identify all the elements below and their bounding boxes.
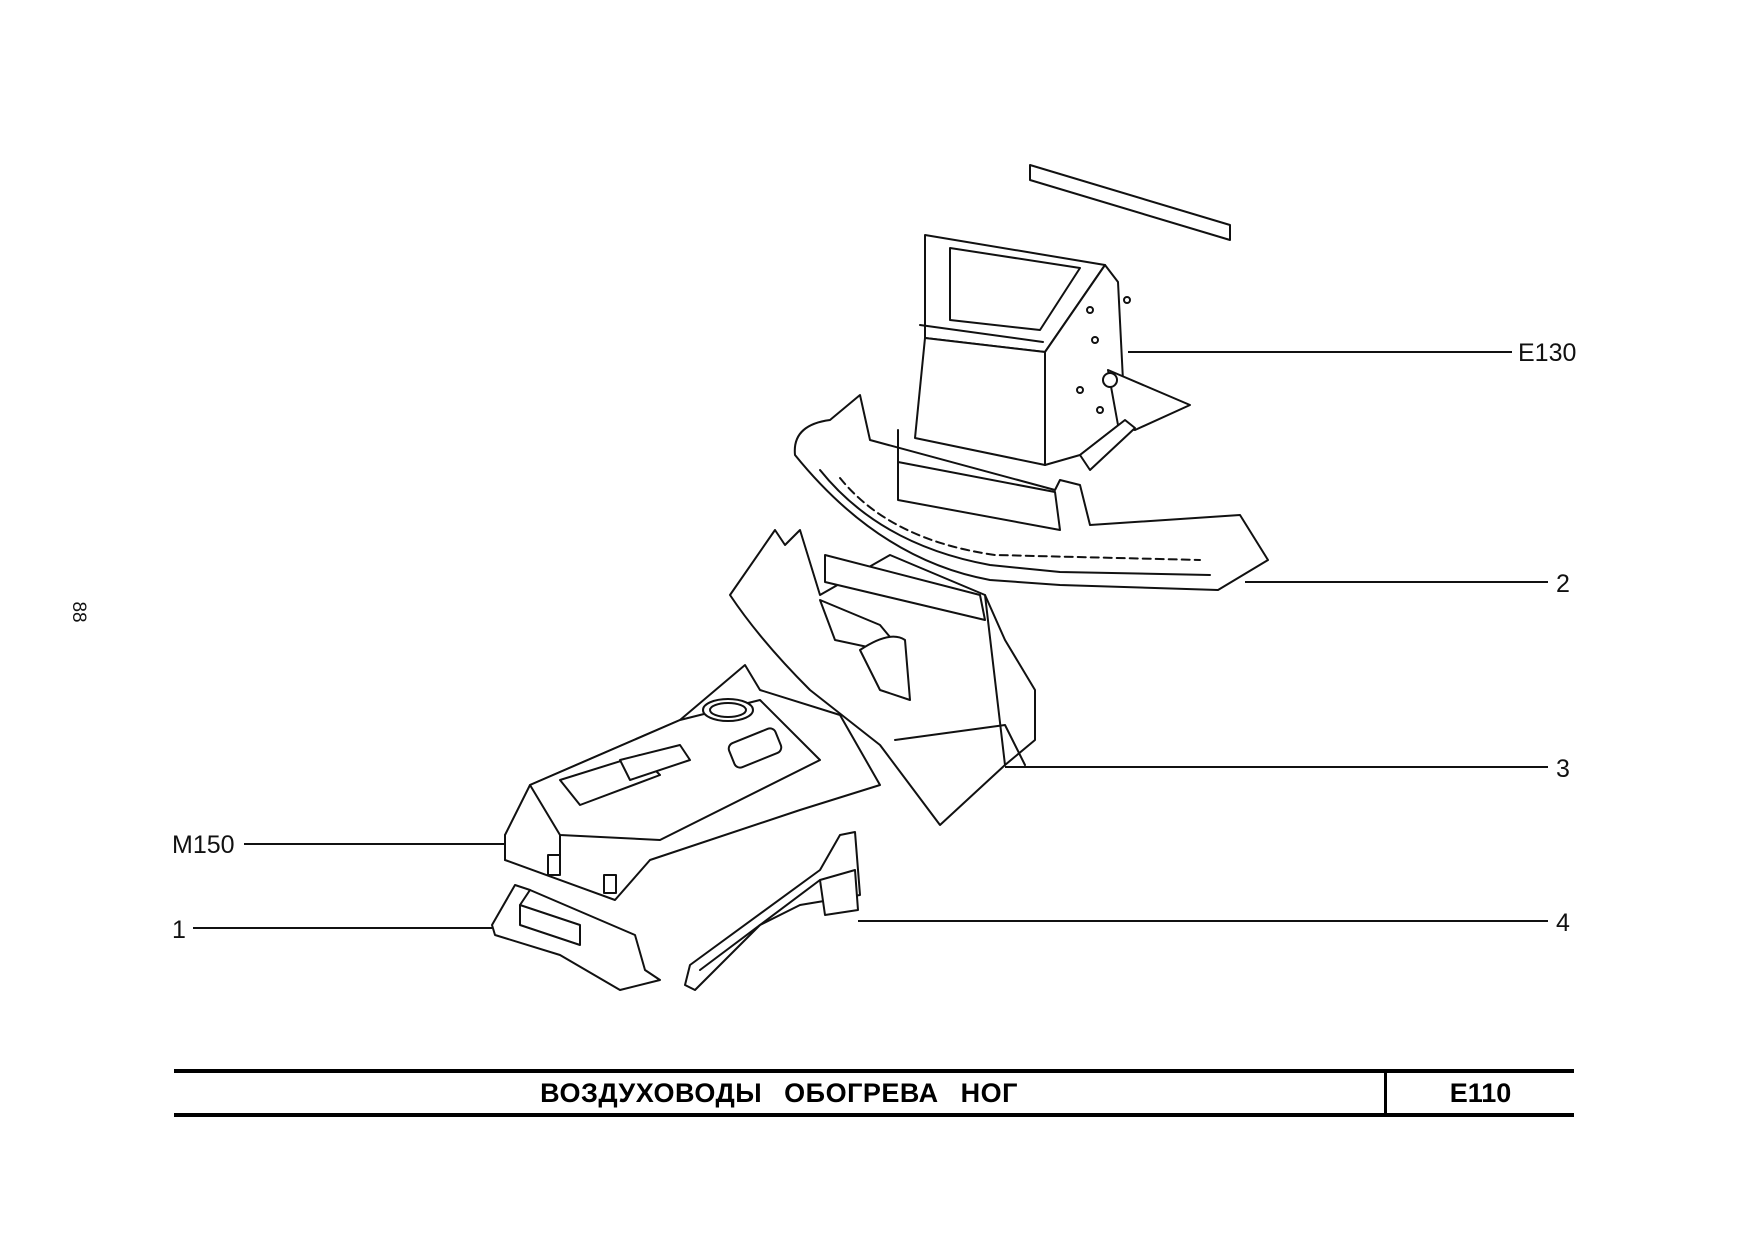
section-title: ВОЗДУХОВОДЫ ОБОГРЕВА НОГ — [540, 1078, 1018, 1108]
callout-e130: E130 — [1518, 339, 1576, 367]
title-rule-top — [174, 1069, 1574, 1073]
duct-3-drawing — [729, 529, 1036, 826]
callout-part-2: 2 — [1556, 570, 1570, 598]
duct-1-drawing — [491, 884, 661, 991]
duct-2-drawing — [793, 394, 1269, 591]
heater-unit-drawing — [914, 164, 1231, 471]
title-block: ВОЗДУХОВОДЫ ОБОГРЕВА НОГ E110 — [174, 1069, 1574, 1117]
section-code: E110 — [1449, 1078, 1512, 1108]
callout-part-4: 4 — [1556, 909, 1570, 937]
title-divider — [1384, 1069, 1387, 1117]
console-m150-drawing — [504, 664, 881, 901]
title-rule-bottom — [174, 1113, 1574, 1117]
callout-part-1: 1 — [172, 916, 186, 944]
duct-4-drawing — [684, 831, 861, 991]
callout-part-3: 3 — [1556, 755, 1570, 783]
page-number: 88 — [68, 601, 89, 622]
callout-m150: M150 — [172, 831, 235, 859]
